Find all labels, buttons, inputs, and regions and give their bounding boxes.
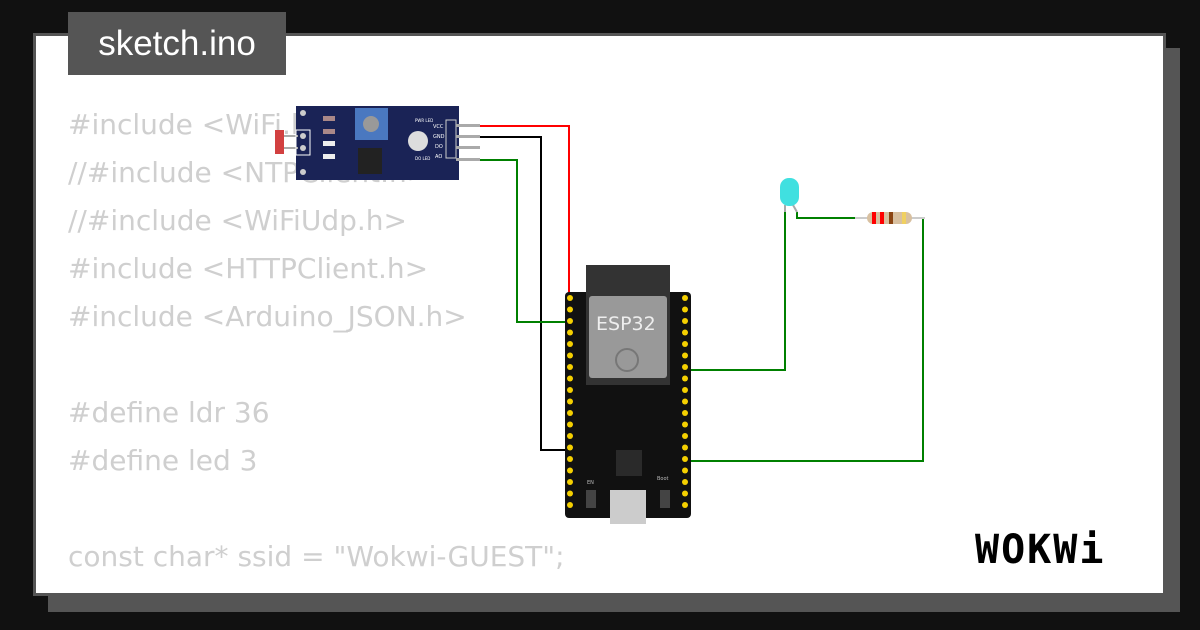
header-pin (567, 502, 573, 508)
header-pin (682, 375, 688, 382)
led-label: PWR LED (415, 118, 433, 123)
en-label: EN (587, 480, 594, 486)
wire-led-gnd (686, 210, 786, 371)
header-pin (682, 341, 688, 347)
wire-gnd (480, 136, 569, 451)
header-pin (567, 375, 573, 382)
header-pin (682, 364, 688, 370)
code-line: const char* ssid = "Wokwi-GUEST"; (68, 540, 565, 573)
header-pin (567, 341, 573, 347)
wire-res-gpio (686, 217, 924, 462)
header-pin (567, 490, 573, 497)
pin-label: DO (435, 144, 443, 150)
code-line: //#include <WiFiUdp.h> (68, 204, 407, 237)
pin-label: AO (435, 154, 442, 160)
boot-button[interactable] (660, 490, 670, 508)
header-pin (682, 421, 688, 428)
header-pin (567, 467, 573, 474)
header-pin (682, 467, 688, 474)
header-pin (682, 306, 688, 313)
en-button[interactable] (586, 490, 596, 508)
led (780, 178, 799, 213)
usb-port (610, 490, 646, 524)
header-pin (682, 387, 688, 393)
file-tab[interactable]: sketch.ino (68, 12, 286, 75)
pin-label: GND (433, 134, 445, 140)
header-pin (567, 410, 573, 416)
code-line: #include <HTTPClient.h> (68, 252, 429, 285)
wire-led-res (796, 212, 862, 219)
photoresistor (275, 130, 284, 154)
code-line: #define ldr 36 (68, 396, 270, 429)
chip-label: ESP32 (596, 313, 656, 335)
header-pin (567, 444, 573, 451)
header-pin (567, 433, 573, 439)
boot-label: Boot (657, 476, 669, 482)
ldr-module: VCC GND DO AO PWR LED DO LED (275, 106, 480, 180)
header-pin (567, 421, 573, 428)
resistor (855, 212, 925, 224)
header-pin (682, 456, 688, 462)
header-pin (567, 306, 573, 313)
code-line: #define led 3 (68, 444, 258, 477)
header-pin (682, 318, 688, 324)
header-pin (682, 352, 688, 359)
wokwi-logo: WOKWi (975, 527, 1106, 573)
code-line: #include <Arduino_JSON.h> (68, 300, 467, 333)
header-pin (567, 352, 573, 359)
wire-vcc (480, 125, 570, 298)
esp32-board: ESP32 EN Boot (565, 265, 691, 524)
header-pin (567, 318, 573, 324)
header-pin (682, 479, 688, 485)
led-label: DO LED (415, 156, 430, 161)
header-pin (682, 502, 688, 508)
header-pin (567, 329, 573, 336)
header-pin (682, 433, 688, 439)
header-pin (682, 398, 688, 405)
header-pin (567, 387, 573, 393)
header-pin (567, 295, 573, 301)
wire-ao (480, 159, 569, 323)
header-pin (682, 410, 688, 416)
header-pin (682, 444, 688, 451)
header-pin (682, 490, 688, 497)
pin-label: VCC (433, 124, 444, 130)
header-pin (567, 364, 573, 370)
header-pin (567, 456, 573, 462)
header-pin (682, 329, 688, 336)
header-pin (682, 295, 688, 301)
header-pin (567, 398, 573, 405)
header-pin (567, 479, 573, 485)
code-line: const char* password = ""; (68, 581, 565, 593)
